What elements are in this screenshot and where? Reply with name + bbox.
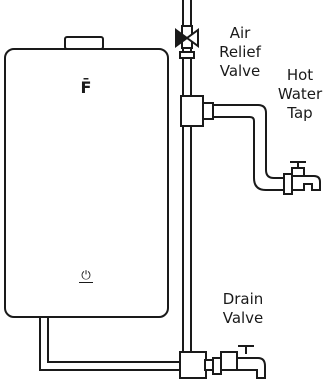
air-relief-valve-icon: [175, 25, 199, 59]
power-button[interactable]: ⏻: [79, 268, 93, 283]
drain-valve-label: Drain Valve: [222, 290, 264, 327]
vertical-pipe: [182, 0, 192, 356]
heater-body: [4, 48, 169, 318]
hot-water-branch: [180, 95, 288, 191]
hot-water-tap-icon: [283, 161, 321, 195]
heater-logo: F̄: [80, 78, 92, 97]
hot-water-tap-label: Hot Water Tap: [277, 66, 323, 122]
heater-top-cap: [64, 36, 104, 50]
bottom-tee-fitting: [179, 351, 216, 379]
air-relief-valve-label: Air Relief Valve: [219, 24, 261, 80]
water-heater: [4, 36, 169, 318]
drain-connection-pipe: [39, 317, 183, 371]
drain-valve-icon: [212, 345, 266, 379]
